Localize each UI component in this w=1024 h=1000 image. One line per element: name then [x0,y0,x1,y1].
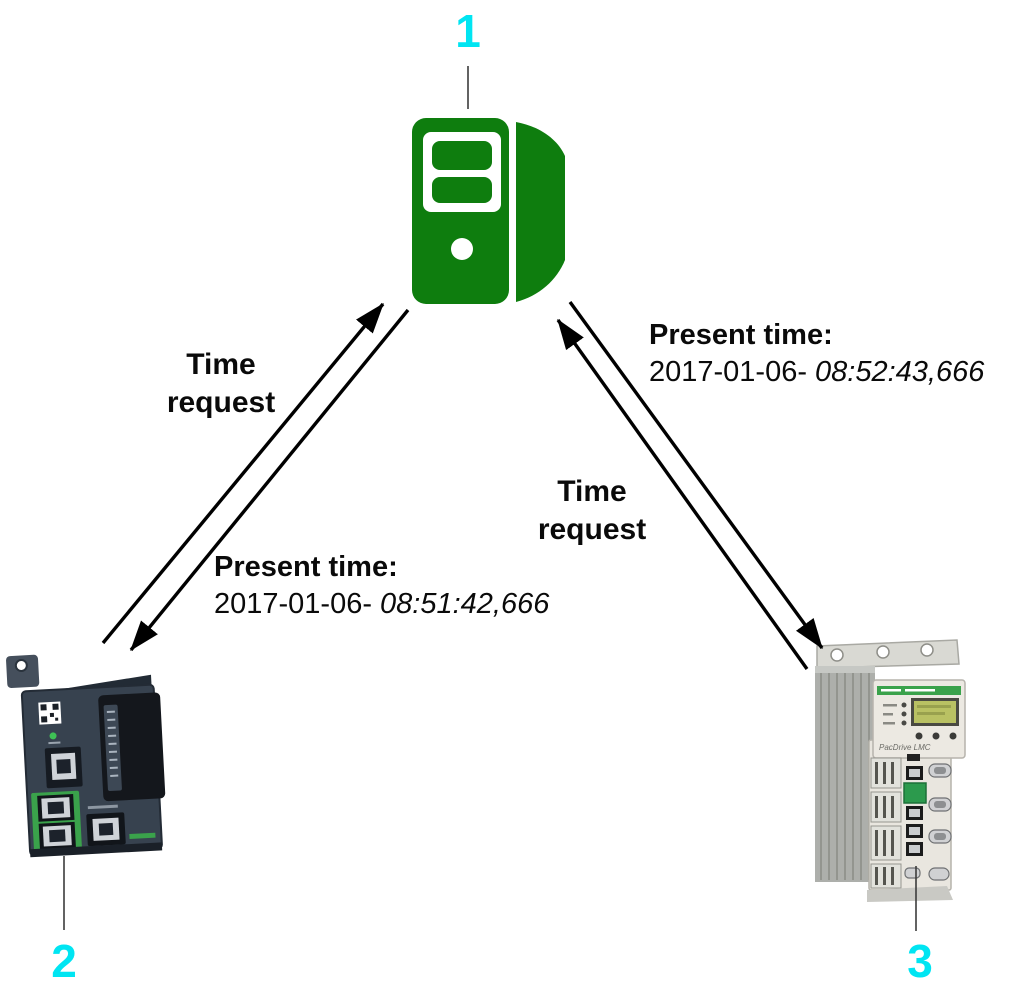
plc-device-image [6,654,166,858]
plc-request-line2: request [166,386,276,419]
lcd-display [911,698,959,726]
drive-device-image: PacDrive LMC [815,639,966,902]
drive-response-date: 2017-01-06- [649,356,807,388]
plc-request-line1: Time [186,348,256,381]
port-label-strip [103,704,122,792]
drive-time-request-label: Time request [502,473,682,549]
ethernet-port-2-icon [38,821,76,850]
plc-response-date: 2017-01-06- [214,588,372,620]
status-led [49,732,57,740]
logo-text [881,689,935,692]
expansion-module [98,692,166,802]
drive-request-line2: request [537,513,647,546]
drive-response-heading: Present time: [649,319,833,351]
callout-plc: 2 [51,935,77,987]
schneider-logo [129,832,156,840]
dsub-connectors [904,763,952,881]
schneider-logo [877,686,961,695]
server-side-panel [516,122,565,302]
plc-top-face [21,674,152,706]
display-module [872,679,966,759]
led-label [48,741,61,745]
heatsink-top [815,666,875,673]
ethernet-port-1-icon [37,793,75,822]
plc-bottom-edge [29,842,163,858]
mounting-tab [6,654,40,689]
drive-bay-panel [423,132,501,212]
drive-present-time-label: Present time: 2017-01-06-08:52:43,666 [649,317,984,391]
green-connector [903,782,927,804]
model-label: PacDrive LMC [879,743,931,752]
panel-buttons [915,732,957,740]
front-panel [868,739,952,891]
ethernet-port-3-icon [86,804,126,847]
callout-server: 1 [455,5,481,57]
power-button-icon [451,238,473,260]
mounting-hole [14,658,28,672]
drive-bay-1 [432,141,492,170]
plc-response-heading: Present time: [214,551,398,583]
mounting-plate [816,639,960,669]
plc-present-time-label: Present time: 2017-01-06-08:51:42,666 [214,549,549,623]
server-front [412,118,509,304]
plc-body [20,683,163,857]
heatsink-fins [820,668,870,880]
server-icon [412,118,565,304]
drive-bay-2 [432,177,492,203]
drive-response-time: 08:52:43,666 [815,356,985,388]
ethernet-ports [906,766,923,856]
bottom-bracket [867,886,953,902]
qr-code [38,701,62,725]
serial-port-icon [44,746,83,789]
callout-drive: 3 [907,935,933,987]
ethernet-panel [31,790,82,851]
heatsink [815,666,875,882]
terminal-blocks [870,757,902,889]
usb-port-icon [907,754,920,761]
plc-time-request-label: Time request [131,346,311,422]
drive-request-line1: Time [557,475,627,508]
mounting-holes [830,643,934,662]
status-leds [883,702,907,726]
plc-response-time: 08:51:42,666 [380,588,550,620]
label-strip-text [106,710,119,777]
